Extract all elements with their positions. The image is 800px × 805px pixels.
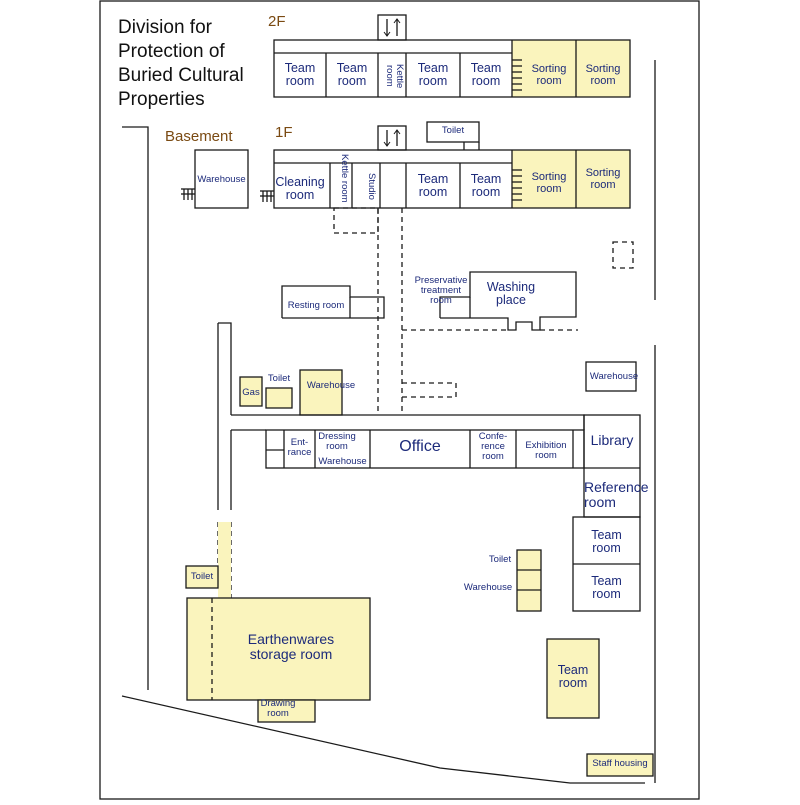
room-kettle-2f: Kettle room — [384, 63, 405, 89]
room-kettle-1f: Kettle room — [339, 153, 350, 203]
room-sorting-1f-1: Sorting room — [531, 171, 567, 195]
resting-block — [281, 285, 385, 319]
room-team-yellow: Team room — [557, 663, 589, 691]
warehouse-right-box — [585, 361, 637, 392]
room-team-1f-1: Team room — [417, 172, 449, 200]
room-gas: Gas — [242, 387, 260, 398]
room-warehouse-office: Warehouse — [318, 456, 367, 467]
room-team-b: Team room — [591, 574, 622, 602]
room-team-2f-1: Team room — [284, 61, 316, 89]
room-entrance: Ent- rance — [287, 437, 312, 458]
site-boundary-left — [122, 126, 149, 690]
room-toilet-1f: Toilet — [441, 125, 465, 136]
room-team-1f-2: Team room — [470, 172, 502, 200]
room-warehouse-yellow: Warehouse — [306, 380, 356, 391]
floor-label-basement: Basement — [165, 128, 233, 145]
room-reference: Reference room — [584, 479, 649, 510]
room-drawing: Drawing room — [260, 698, 296, 719]
room-office: Office — [399, 438, 441, 455]
elevator-2f — [377, 14, 407, 41]
floor-2f — [273, 14, 631, 98]
room-earthenwares: Earthenwares storage room — [247, 631, 335, 662]
room-sorting-2f-1: Sorting room — [531, 63, 567, 87]
room-sorting-2f-2: Sorting room — [585, 63, 621, 87]
floor-1f — [181, 121, 631, 209]
room-team-2f-2: Team room — [336, 61, 368, 89]
room-warehouse-right: Warehouse — [589, 371, 639, 382]
room-toilet-left: Toilet — [190, 571, 214, 582]
plan-title: Division for Protection of Buried Cultur… — [118, 17, 244, 110]
page-border — [99, 0, 700, 800]
room-dressing: Dressing room — [318, 431, 356, 452]
room-studio: Studio — [366, 172, 377, 200]
floor-label-2f: 2F — [268, 13, 286, 30]
room-conference: Confe- rence room — [478, 431, 508, 462]
floor-label-1f: 1F — [275, 124, 293, 141]
site-boundary-bottom — [121, 695, 645, 784]
room-exhibition: Exhibition room — [525, 440, 567, 461]
elevator-1f — [377, 125, 407, 151]
office-block — [231, 414, 641, 612]
room-resting: Resting room — [287, 300, 345, 311]
room-team-a: Team room — [591, 528, 622, 556]
room-washing: Washing place — [486, 280, 536, 308]
room-cleaning: Cleaning room — [275, 175, 325, 203]
room-team-2f-4: Team room — [470, 61, 502, 89]
room-team-2f-3: Team room — [417, 61, 449, 89]
room-staff-housing: Staff housing — [592, 758, 648, 769]
washing-block — [439, 271, 577, 331]
room-sorting-1f-2: Sorting room — [585, 167, 621, 191]
room-toilet-mid: Toilet — [488, 554, 512, 565]
room-toilet-small: Toilet — [267, 373, 291, 384]
room-warehouse-basement: Warehouse — [197, 174, 246, 185]
room-warehouse-mid: Warehouse — [463, 582, 513, 593]
room-library: Library — [590, 432, 634, 448]
room-preservative: Preservative treatment room — [414, 275, 468, 306]
